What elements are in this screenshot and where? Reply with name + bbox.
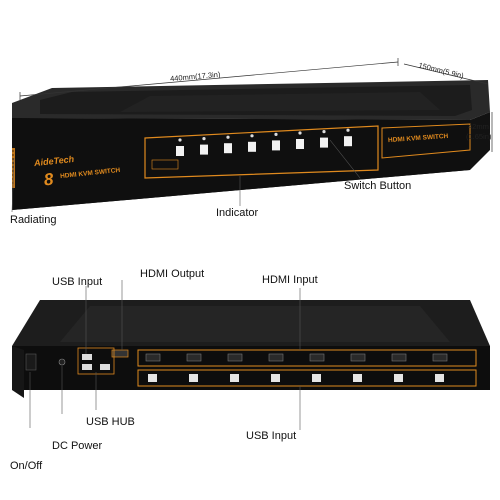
hdmi-input-port-2[interactable] (186, 353, 202, 362)
usb-input-bottom-label: USB Input (246, 430, 297, 442)
switch-button-4[interactable] (248, 141, 256, 152)
switch-button-1[interactable] (176, 146, 184, 156)
hdmi-input-port-3[interactable] (227, 353, 243, 362)
on-off-label: On/Off (10, 460, 43, 472)
hdmi-input-port-5[interactable] (309, 353, 325, 362)
dc-power-label: DC Power (52, 440, 103, 452)
front-view (11, 58, 493, 213)
usb-input-port-2[interactable] (189, 374, 198, 382)
indicator-led-6 (298, 131, 302, 135)
indicator-led-7 (322, 130, 326, 134)
model-number: 8 (42, 169, 55, 190)
hdmi-input-port-1[interactable] (145, 353, 161, 362)
usb-input-port-8[interactable] (435, 374, 444, 382)
indicator-led-2 (202, 137, 206, 141)
dimension-height-in: (1.65in) (466, 132, 492, 141)
control-panel-frame (144, 125, 379, 179)
hdmi-output-label: HDMI Output (140, 268, 205, 280)
usb-hub-label: USB HUB (86, 416, 135, 428)
usb-input-top-label: USB Input (52, 276, 103, 288)
radiating-label: Radiating (10, 214, 57, 226)
switch-button-8[interactable] (344, 136, 352, 147)
usb-input-port-7[interactable] (394, 374, 403, 382)
indicator-led-3 (226, 135, 230, 139)
usb-input-row (148, 374, 444, 382)
back-view (12, 280, 490, 430)
hdmi-input-port-8[interactable] (432, 353, 448, 362)
hdmi-input-label: HDMI Input (262, 274, 318, 286)
usb-hub-port-1[interactable] (82, 354, 92, 360)
hdmi-input-port-7[interactable] (391, 353, 407, 362)
hdmi-input-port-6[interactable] (350, 353, 366, 362)
switch-button-3[interactable] (224, 143, 232, 154)
usb-input-port-3[interactable] (230, 374, 239, 382)
power-switch[interactable] (25, 353, 37, 371)
button-row (176, 136, 352, 156)
indicator-label: Indicator (216, 207, 259, 219)
dc-power-jack[interactable] (58, 358, 66, 366)
hdmi-input-row (145, 353, 448, 362)
usb-input-port-6[interactable] (353, 374, 362, 382)
dimension-height-mm: 42mm (468, 122, 489, 131)
indicator-leds (178, 128, 350, 142)
switch-button-5[interactable] (272, 140, 280, 151)
usb-input-port-5[interactable] (312, 374, 321, 382)
switch-button-2[interactable] (200, 144, 208, 155)
switch-button-label: Switch Button (344, 180, 412, 192)
hdmi-output-port[interactable] (111, 349, 129, 358)
hdmi-input-port-4[interactable] (268, 353, 284, 362)
indicator-led-1 (178, 138, 182, 142)
switch-button-6[interactable] (296, 139, 304, 149)
indicator-led-5 (274, 132, 278, 136)
usb-input-port-4[interactable] (271, 374, 280, 382)
usb-hub-port-3[interactable] (100, 364, 110, 370)
usb-input-port-1[interactable] (148, 374, 157, 382)
switch-button-7[interactable] (320, 137, 328, 148)
indicator-led-4 (250, 134, 254, 138)
usb-hub-port-2[interactable] (82, 364, 92, 370)
indicator-led-8 (346, 128, 350, 132)
